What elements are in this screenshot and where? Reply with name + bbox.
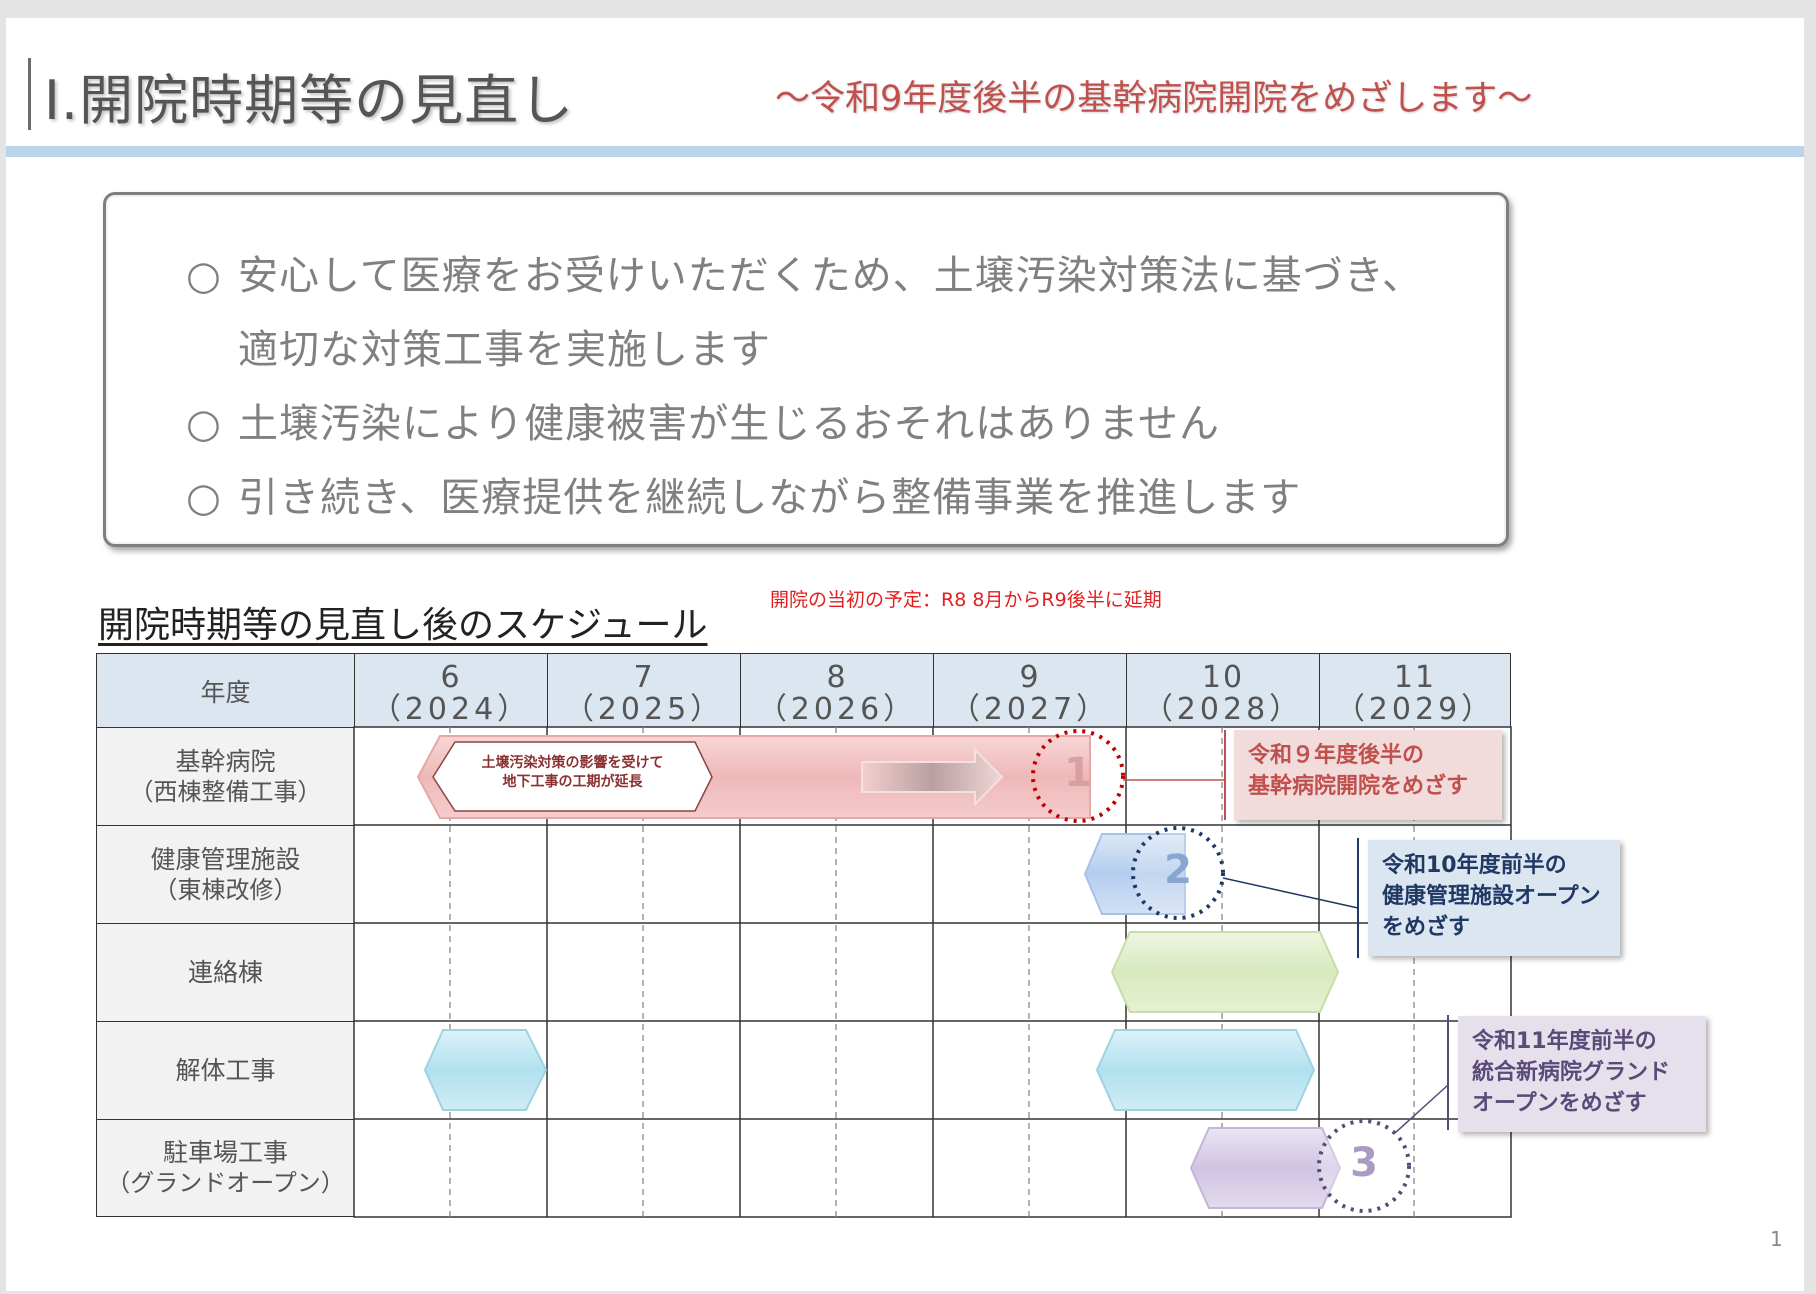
callout-line1: 令和10年度前半の [1382, 853, 1567, 878]
year-ad: （2028） [1142, 692, 1304, 727]
year-number: 8 [826, 660, 848, 695]
summary-box: ○ 安心して医療をお受けいただくため、土壌汚染対策法に基づき、 適切な対策工事を実… [103, 192, 1509, 547]
health-facility-bar [1083, 833, 1186, 915]
year-header-6: 11 （2029） [1319, 653, 1511, 728]
bullet-text: 引き続き、医療提供を継続しながら整備事業を推進します [238, 475, 1302, 521]
year-number: 7 [633, 660, 655, 695]
callout-line2: 基幹病院開院をめざす [1248, 774, 1469, 799]
year-number: 6 [440, 660, 462, 695]
row-label-line2: （東棟改修） [153, 875, 298, 904]
callout-3-leader [1394, 1084, 1449, 1134]
year-ad: （2025） [563, 692, 725, 727]
bullet-item-3: ○ 引き続き、医療提供を継続しながら整備事業を推進します [186, 465, 1301, 523]
year-header-5: 10 （2028） [1126, 653, 1320, 728]
year-ad: （2024） [370, 692, 532, 727]
page-subtitle: ～令和9年度後半の基幹病院開院をめざします～ [775, 79, 1533, 119]
bullet-item-1-continued: 適切な対策工事を実施します [238, 327, 771, 373]
row-label-line1: 健康管理施設 [150, 844, 301, 874]
milestone-3-circle [1317, 1119, 1411, 1213]
year-header-3: 8 （2026） [740, 653, 934, 728]
callout-line2: 統合新病院グランド [1472, 1060, 1671, 1085]
row-label-line1: 基幹病院 [175, 746, 276, 776]
title-accent-bar [28, 58, 31, 130]
bullet-text: 安心して医療をお受けいただくため、土壌汚染対策法に基づき、 [238, 253, 1423, 299]
bullet-text: 土壌汚染により健康被害が生じるおそれはありません [238, 401, 1220, 447]
delay-arrow-label-line1: 土壌汚染対策の影響を受けて [481, 755, 664, 771]
bullet-marker: ○ [186, 253, 222, 299]
milestone-1-label: 1 [1064, 750, 1092, 796]
delay-arrow-label-line2: 地下工事の工期が延長 [502, 774, 643, 790]
page-number: 1 [1770, 1227, 1783, 1251]
callout-line2: 健康管理施設オープン [1382, 884, 1601, 909]
row-label-line1: 連絡棟 [187, 957, 263, 987]
bullet-item-1: ○ 安心して医療をお受けいただくため、土壌汚染対策法に基づき、 [186, 243, 1423, 301]
milestone-3-label: 3 [1350, 1140, 1378, 1186]
bullet-marker: ○ [186, 475, 222, 521]
callout-2-leader [1222, 877, 1359, 909]
delay-arrow [861, 747, 1004, 807]
row-label-line1: 解体工事 [175, 1055, 276, 1085]
bullet-marker: ○ [186, 401, 222, 447]
callout-grand-opening: 令和11年度前半の 統合新病院グランド オープンをめざす [1458, 1016, 1706, 1132]
parking-bar [1189, 1127, 1342, 1209]
corner-header: 年度 [96, 653, 355, 728]
milestone-1-circle [1031, 729, 1125, 823]
row-label-line1: 駐車場工事 [162, 1138, 288, 1167]
year-header-2: 7 （2025） [547, 653, 741, 728]
delay-note: 開院の当初の予定：R8 8月からR9後半に延期 [770, 589, 1162, 611]
milestone-2-circle [1131, 826, 1225, 920]
delay-arrow-label-box [432, 741, 713, 812]
page-title: Ⅰ.開院時期等の見直し [44, 69, 575, 132]
row-label-main-hospital: 基幹病院 （西棟整備工事） [96, 727, 355, 826]
connector-bar [1110, 931, 1340, 1013]
title-divider [6, 146, 1804, 157]
year-header-4: 9 （2027） [933, 653, 1127, 728]
year-ad: （2027） [949, 692, 1111, 727]
callout-line3: オープンをめざす [1472, 1091, 1647, 1116]
year-number: 9 [1019, 660, 1041, 695]
callout-health-facility: 令和10年度前半の 健康管理施設オープン をめざす [1368, 840, 1620, 956]
year-ad: （2026） [756, 692, 918, 727]
year-ad: （2029） [1334, 692, 1496, 727]
row-label-line2: （グランドオープン） [106, 1169, 345, 1197]
callout-line3: をめざす [1382, 915, 1471, 940]
demolition-bar-2028 [1095, 1029, 1316, 1111]
callout-main-hospital: 令和９年度後半の 基幹病院開院をめざす [1234, 730, 1502, 820]
bullet-item-2: ○ 土壌汚染により健康被害が生じるおそれはありません [186, 391, 1220, 449]
year-number: 11 [1393, 660, 1437, 695]
row-label-line2: （西棟整備工事） [129, 777, 322, 806]
callout-line1: 令和11年度前半の [1472, 1029, 1657, 1054]
row-label-demolition: 解体工事 [96, 1021, 355, 1120]
row-label-connector: 連絡棟 [96, 923, 355, 1022]
row-label-parking: 駐車場工事 （グランドオープン） [96, 1119, 355, 1217]
schedule-heading: 開院時期等の見直し後のスケジュール [98, 605, 708, 646]
row-label-health-facility: 健康管理施設 （東棟改修） [96, 825, 355, 924]
demolition-bar-2024 [423, 1029, 548, 1111]
milestone-2-label: 2 [1164, 847, 1192, 893]
delay-arrow-label: 土壌汚染対策の影響を受けて 地下工事の工期が延長 [445, 754, 700, 792]
year-number: 10 [1201, 660, 1245, 695]
callout-line1: 令和９年度後半の [1248, 743, 1425, 768]
corner-label: 年度 [200, 677, 251, 707]
